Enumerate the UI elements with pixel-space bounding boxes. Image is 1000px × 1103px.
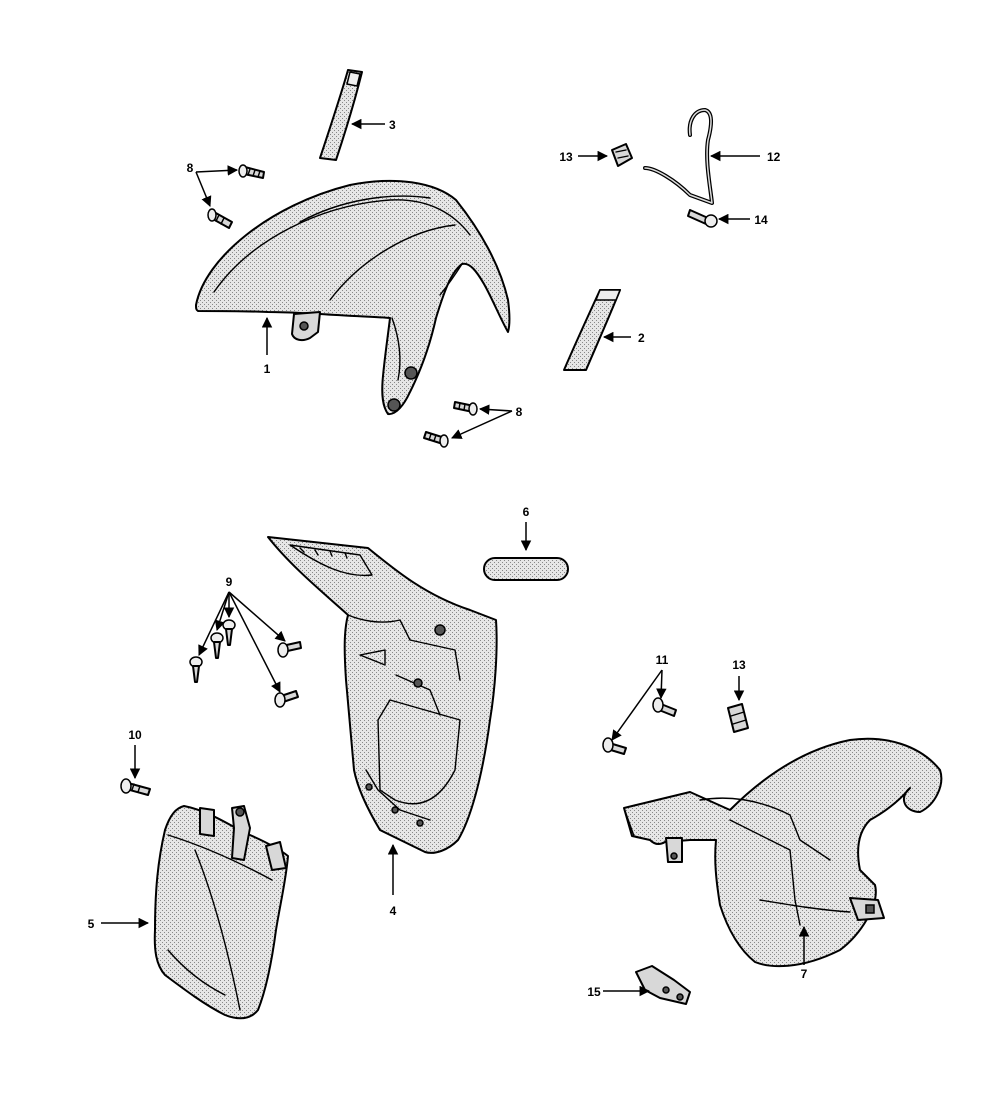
callout-label: 2: [638, 331, 645, 345]
screw-part: [602, 737, 627, 755]
clip-nut-part: [727, 703, 749, 733]
screw-part: [222, 619, 236, 646]
screw-part: [238, 164, 265, 179]
screw-part: [210, 632, 224, 659]
callout-label: 8: [516, 405, 523, 419]
emblem-badge-part: [483, 557, 569, 581]
screw-part: [423, 431, 449, 448]
screw-part: [277, 641, 302, 658]
splash-guard-part: [153, 805, 289, 1020]
callout-labels: 1 2 3 4 5 6 7 8 8 9 10 11 12 13 13 14 15: [88, 118, 808, 999]
inner-liner-part: [267, 536, 498, 854]
screw-part: [120, 778, 151, 796]
callout-label: 5: [88, 917, 95, 931]
front-mudguard-part: [195, 179, 511, 416]
callout-label: 9: [226, 575, 233, 589]
callout-label: 8: [187, 161, 194, 175]
screw-part: [274, 690, 299, 708]
reflector-strip-part: [319, 69, 363, 161]
callout-label: 4: [390, 904, 397, 918]
mounting-bracket-part: [635, 965, 691, 1005]
callout-leaders: [101, 118, 810, 997]
callout-label: 12: [767, 150, 781, 164]
screw-part: [453, 401, 478, 416]
screw-part: [652, 697, 677, 717]
screw-part: [189, 656, 203, 683]
callout-label: 13: [559, 150, 573, 164]
callout-label: 6: [523, 505, 530, 519]
callout-label: 14: [754, 213, 768, 227]
callout-label: 10: [128, 728, 142, 742]
callout-label: 7: [801, 967, 808, 981]
callout-label: 13: [732, 658, 746, 672]
callout-label: 11: [656, 653, 669, 667]
rear-hugger-part: [623, 737, 943, 968]
reflector-strip-part: [563, 289, 622, 371]
screw-part: [207, 208, 233, 229]
screw-part: [687, 209, 718, 228]
callout-label: 15: [587, 985, 601, 999]
callout-label: 3: [389, 118, 396, 132]
wire-bracket-part: [643, 108, 714, 205]
clip-nut-part: [611, 143, 633, 167]
callout-label: 1: [264, 362, 271, 376]
